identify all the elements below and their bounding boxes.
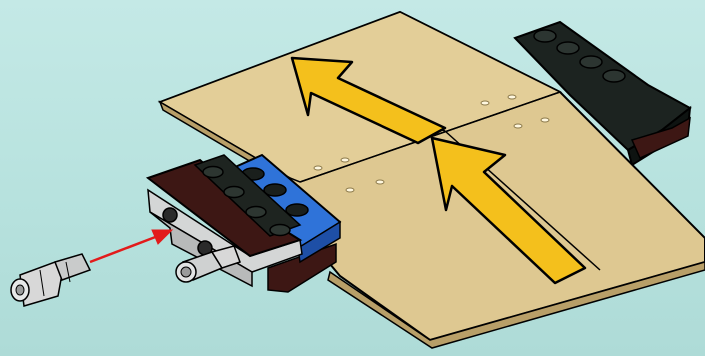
technic-pin-loose	[11, 254, 90, 306]
assembly-direction-arrow	[90, 230, 172, 262]
